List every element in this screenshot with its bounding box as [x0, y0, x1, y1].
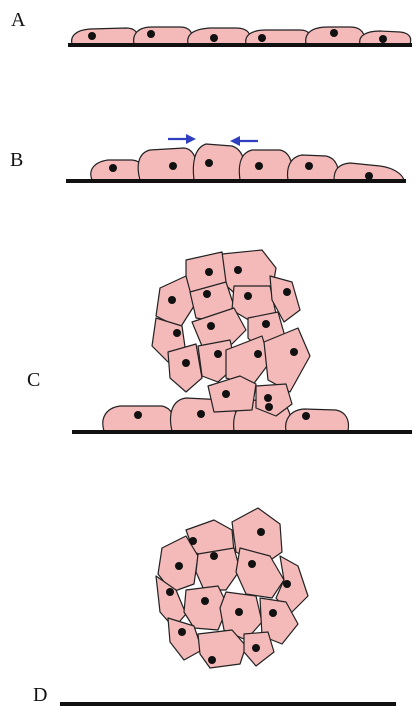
nucleus-c5	[234, 266, 242, 274]
nucleus-b3	[205, 159, 213, 167]
panel-a	[68, 27, 412, 45]
nucleus-d3	[175, 562, 183, 570]
cell-d4	[196, 548, 240, 590]
nucleus-d11	[178, 628, 186, 636]
nucleus-b4	[255, 162, 263, 170]
nucleus-c2	[197, 410, 205, 418]
nucleus-c17	[290, 348, 298, 356]
nucleus-c15	[214, 350, 222, 358]
nucleus-d8	[201, 597, 209, 605]
nucleus-c19	[264, 394, 272, 402]
cell-b5	[288, 155, 339, 180]
arrow-right-icon	[168, 134, 196, 144]
nucleus-c10	[283, 288, 291, 296]
nucleus-c1	[134, 411, 142, 419]
panel-c	[72, 250, 412, 432]
cell-a1	[72, 28, 138, 44]
cell-b3	[193, 144, 244, 180]
nucleus-a6	[379, 35, 387, 43]
cell-c4	[286, 409, 349, 431]
nucleus-b6	[365, 172, 373, 180]
panel-b	[66, 134, 406, 181]
cell-b1	[91, 160, 145, 180]
nucleus-d5	[248, 560, 256, 568]
nucleus-d7	[166, 588, 174, 596]
nucleus-b5	[305, 162, 313, 170]
nucleus-a1	[88, 32, 96, 40]
nucleus-d13	[252, 644, 260, 652]
nucleus-b2	[169, 162, 177, 170]
cell-a2	[134, 27, 193, 44]
nucleus-c9	[244, 292, 252, 300]
nucleus-a3	[210, 34, 218, 42]
cell-b4	[239, 150, 292, 180]
nucleus-c13	[262, 320, 270, 328]
nucleus-c12	[207, 322, 215, 330]
cell-a4	[246, 30, 311, 44]
cell-a3	[188, 28, 251, 44]
nucleus-c18	[222, 390, 230, 398]
nucleus-c8	[203, 290, 211, 298]
nucleus-d4	[210, 552, 218, 560]
nucleus-c7	[168, 296, 176, 304]
nucleus-d10	[269, 609, 277, 617]
nucleus-a4	[258, 34, 266, 42]
nucleus-b1	[109, 164, 117, 172]
nucleus-d6	[283, 580, 291, 588]
arrow-left-icon	[230, 136, 258, 146]
nucleus-d2	[189, 537, 197, 545]
nucleus-c6	[205, 268, 213, 276]
nucleus-c11	[173, 329, 181, 337]
nucleus-d12	[208, 656, 216, 664]
nucleus-a5	[330, 29, 338, 37]
nucleus-a2	[147, 30, 155, 38]
cell-c14	[168, 344, 202, 392]
nucleus-c16	[254, 350, 262, 358]
nucleus-c3	[265, 403, 273, 411]
panel-d	[60, 508, 396, 704]
cell-b2	[138, 148, 198, 180]
nucleus-c14	[182, 359, 190, 367]
nucleus-c4	[302, 412, 310, 420]
nucleus-d9	[235, 608, 243, 616]
nucleus-d1	[257, 528, 265, 536]
